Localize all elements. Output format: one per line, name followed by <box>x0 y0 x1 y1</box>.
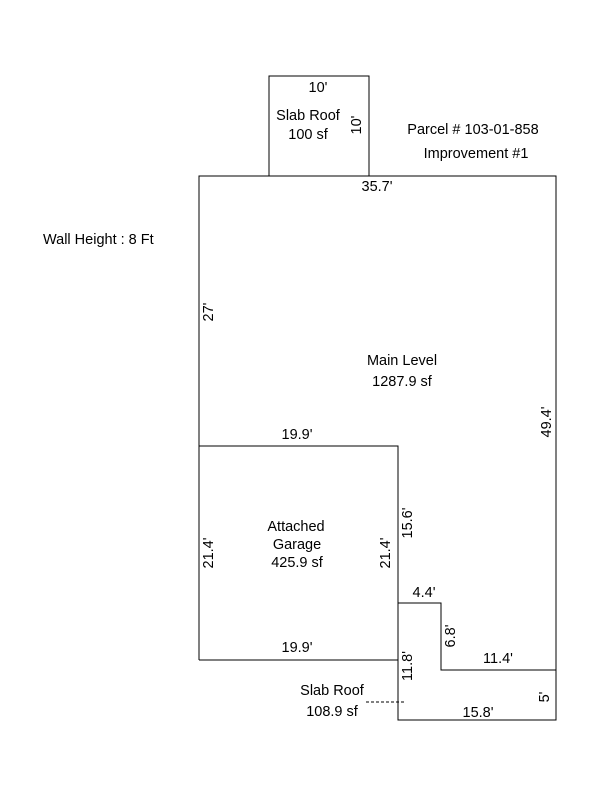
dim-main-inner: 15.6' <box>400 507 416 538</box>
dim-main-top: 35.7' <box>362 179 393 195</box>
slab-top-width: 10' <box>309 80 328 96</box>
dim-slab-right: 5' <box>537 691 553 702</box>
main-level-area: 1287.9 sf <box>372 374 433 390</box>
dim-garage-top: 19.9' <box>282 427 313 443</box>
slab-top-depth: 10' <box>349 115 365 134</box>
main-level-outline <box>198 175 557 721</box>
slab-top-area: 100 sf <box>288 127 328 143</box>
dim-garage-left: 21.4' <box>201 537 217 568</box>
improvement-label: Improvement #1 <box>424 146 529 162</box>
dim-main-right: 49.4' <box>539 406 555 437</box>
dim-step-bottom: 11.4' <box>483 651 513 667</box>
slab-roof-bottom-outline <box>398 602 556 671</box>
dim-step-top: 4.4' <box>413 585 436 601</box>
garage-area: 425.9 sf <box>271 555 324 571</box>
garage-name-2: Garage <box>273 537 321 553</box>
dim-slab-left: 11.8' <box>400 651 416 681</box>
slab-bottom-name: Slab Roof <box>300 683 365 699</box>
dim-step-side: 6.8' <box>443 624 459 647</box>
dim-main-left: 27' <box>201 302 217 321</box>
parcel-label: Parcel # 103-01-858 <box>407 122 538 138</box>
slab-top-name: Slab Roof <box>276 108 341 124</box>
main-level-name: Main Level <box>367 353 437 369</box>
wall-height-label: Wall Height : 8 Ft <box>43 232 154 248</box>
dim-garage-right: 21.4' <box>378 537 394 568</box>
garage-name-1: Attached <box>267 519 324 535</box>
slab-bottom-area: 108.9 sf <box>306 704 359 720</box>
dim-garage-bottom: 19.9' <box>282 640 313 656</box>
dim-slab-bottom: 15.8' <box>463 705 494 721</box>
